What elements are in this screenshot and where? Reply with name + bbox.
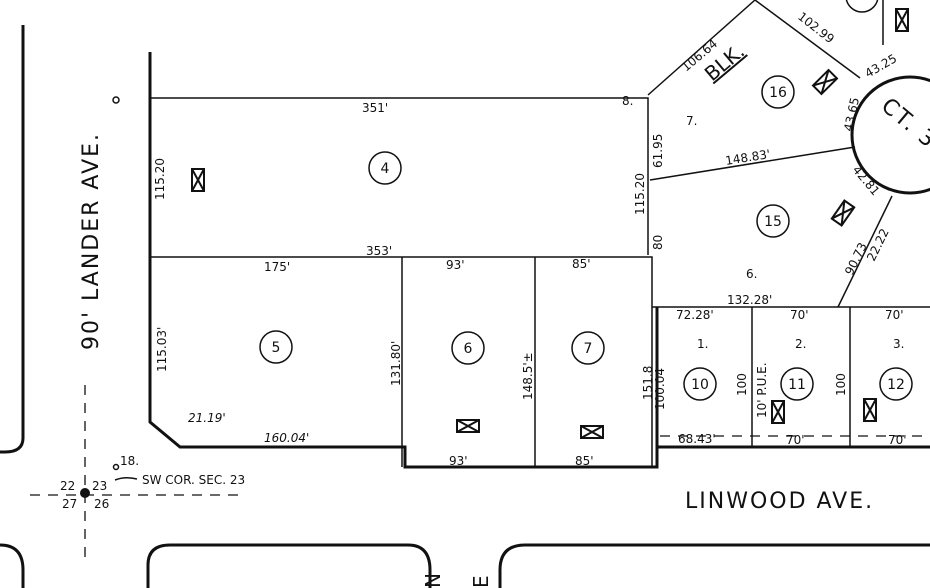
dim: 115.20 xyxy=(153,158,167,200)
lot-10: 10 xyxy=(683,367,717,401)
building-icon xyxy=(580,425,604,439)
lot-number: 4 xyxy=(381,161,390,177)
lot-number: 15 xyxy=(764,214,782,230)
dim: 160.04' xyxy=(264,431,309,445)
dim: 10' P.U.E. xyxy=(755,362,769,418)
dim: 43.65 xyxy=(841,96,862,133)
street-lander: 90' LANDER AVE. xyxy=(79,132,104,350)
dim: 132.28' xyxy=(727,293,772,307)
building-icon xyxy=(771,400,785,424)
lot16-nw-line xyxy=(647,0,756,96)
sublot: 3. xyxy=(893,337,904,351)
dim: 21.19' xyxy=(188,411,226,425)
dim: 70' xyxy=(786,433,805,447)
building-icon xyxy=(191,168,205,192)
dim: 100 xyxy=(834,373,848,396)
sublot: 7. xyxy=(686,114,697,128)
lot-11: 11 xyxy=(780,367,814,401)
lot-number: 5 xyxy=(272,340,281,356)
road-edge-block-south xyxy=(146,543,432,588)
dim: 351' xyxy=(362,101,388,115)
street-linwood: LINWOOD AVE. xyxy=(685,489,874,514)
dim: 151.8 xyxy=(641,366,655,400)
dim: 93' xyxy=(446,258,465,272)
lot-16: 16 xyxy=(761,75,795,109)
lot-number: 7 xyxy=(584,341,593,357)
dim: 85' xyxy=(575,454,594,468)
lot4-top-line xyxy=(150,97,649,255)
dim: 43.25 xyxy=(863,51,900,80)
lot-15: 15 xyxy=(756,204,790,238)
road-edge-lander-upper xyxy=(0,25,25,454)
dim: 131.80' xyxy=(389,341,403,386)
dim: 353' xyxy=(366,244,392,258)
section-quadrant: 27 xyxy=(62,497,77,511)
lot-number: 6 xyxy=(464,341,473,357)
section-marker: 18. xyxy=(120,454,139,468)
dim: 80 xyxy=(651,235,665,250)
building-symbols xyxy=(191,8,909,439)
lot-number: 16 xyxy=(769,85,787,101)
lot-number: 12 xyxy=(887,377,905,393)
cul-de-sac xyxy=(850,75,930,195)
section-corner-marker xyxy=(80,488,90,498)
sublot: 6. xyxy=(746,267,757,281)
section-quadrant: 26 xyxy=(94,497,109,511)
dim: 100.04 xyxy=(653,368,667,410)
dim: 102.99 xyxy=(795,9,837,46)
dim: 61.95 xyxy=(651,134,665,168)
sublot: 2. xyxy=(795,337,806,351)
lot-number: 10 xyxy=(691,377,709,393)
lot-6: 6 xyxy=(451,331,485,365)
section-quadrant: 22 xyxy=(60,479,75,493)
building-icon xyxy=(863,398,877,422)
building-icon xyxy=(830,199,856,227)
lot16-ne-line xyxy=(754,0,861,79)
dim: 115.20 xyxy=(633,173,647,215)
lot15-se-line xyxy=(837,195,893,308)
dim: 93' xyxy=(449,454,468,468)
lot-7: 7 xyxy=(571,331,605,365)
dim: 115.03' xyxy=(155,327,169,372)
lot16-15-line xyxy=(649,146,856,181)
dim: 68.43' xyxy=(678,432,716,446)
road-edge-block-southeast xyxy=(498,543,930,588)
section-marker-pin xyxy=(112,463,120,471)
dim: 148.5'± xyxy=(521,352,535,400)
lot-5: 5 xyxy=(259,330,293,364)
sublot: 1. xyxy=(697,337,708,351)
street-letter: N xyxy=(421,573,445,588)
dim: 175' xyxy=(264,260,290,274)
street-court: CT. 3 xyxy=(876,93,930,153)
dim: 72.28' xyxy=(676,308,714,322)
dim: 70' xyxy=(885,308,904,322)
dim: 42.81 xyxy=(850,163,883,198)
street-letter: E xyxy=(469,575,493,588)
lot-4: 4 xyxy=(368,151,402,185)
dim: 100 xyxy=(735,373,749,396)
section-quadrant: 23 xyxy=(92,479,107,493)
sublot: 8. xyxy=(622,94,633,108)
lot-number: 11 xyxy=(788,377,806,393)
lot-12: 12 xyxy=(879,367,913,401)
lot-partial xyxy=(845,0,879,13)
block-outline xyxy=(148,52,659,469)
building-icon xyxy=(811,68,839,96)
road-edge-lander-lower xyxy=(0,543,25,588)
lot-line-353 xyxy=(150,256,653,467)
building-icon xyxy=(456,419,480,433)
dim: 70' xyxy=(888,433,907,447)
dim: 148.83' xyxy=(724,147,771,168)
dim: 85' xyxy=(572,257,591,271)
section-label: SW COR. SEC. 23 xyxy=(142,473,245,487)
lot-markers: 4 5 6 7 16 15 10 11 12 xyxy=(259,0,913,401)
survey-marker xyxy=(112,96,120,104)
section-arrow xyxy=(114,476,138,481)
dim: 70' xyxy=(790,308,809,322)
building-icon xyxy=(895,8,909,32)
